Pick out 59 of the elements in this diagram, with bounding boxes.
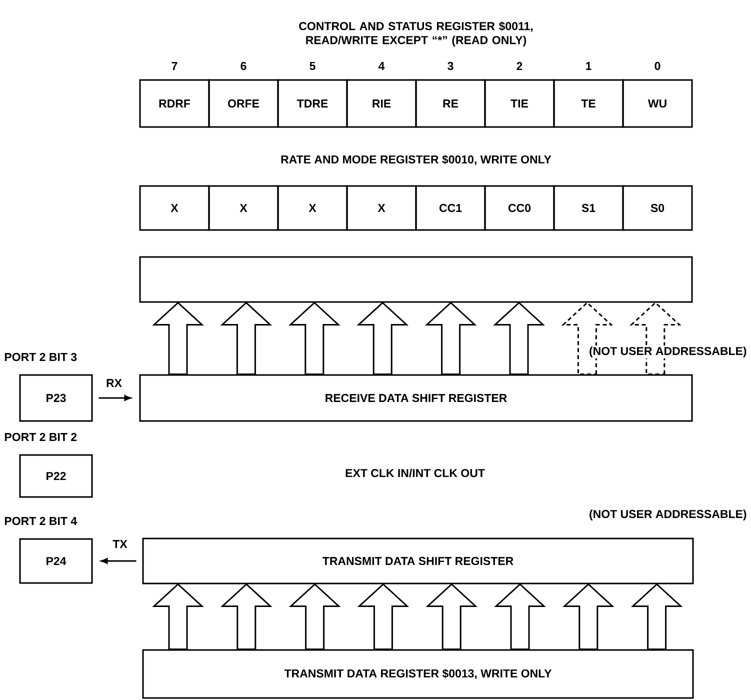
block-arrow — [630, 583, 683, 650]
bit-cell: CC1 — [415, 185, 486, 231]
block-arrow — [424, 302, 477, 375]
port-box: P23 — [19, 374, 93, 422]
bit-number: 3 — [448, 62, 454, 70]
block-arrow — [494, 583, 546, 650]
block-arrow — [288, 302, 340, 375]
block-arrow — [562, 583, 614, 650]
port-label: PORT 2 BIT 2 — [4, 432, 77, 442]
note: EXT CLK IN/INT CLK OUT — [344, 468, 486, 478]
block-arrow — [561, 302, 614, 375]
arrow — [101, 558, 136, 564]
arrow — [98, 395, 132, 401]
register-box: RECEIVE DATA SHIFT REGISTER — [139, 374, 693, 422]
block-arrow — [152, 302, 204, 375]
bit-cell: TE — [553, 79, 624, 128]
block-arrow — [288, 583, 341, 650]
bit-number: 6 — [240, 62, 246, 70]
port-label: PORT 2 BIT 4 — [4, 516, 77, 526]
register-box — [139, 256, 693, 303]
bit-cell: WU — [622, 79, 693, 128]
port-label: PORT 2 BIT 3 — [4, 352, 77, 362]
bit-cell: TIE — [484, 79, 555, 128]
bit-cell: ORFE — [208, 79, 279, 128]
bit-number: 0 — [654, 62, 660, 70]
note: (NOT USER ADDRESSABLE) — [588, 346, 748, 358]
register-box: TRANSMIT DATA SHIFT REGISTER — [142, 538, 694, 584]
bit-cell: X — [277, 185, 348, 231]
note: (NOT USER ADDRESSABLE) — [588, 508, 748, 522]
port-box: P24 — [19, 538, 93, 584]
port-box: P22 — [19, 454, 93, 498]
heading: RATE AND MODE REGISTER $0010, WRITE ONLY — [281, 154, 552, 166]
bit-cell: X — [208, 185, 279, 231]
register-box: TRANSMIT DATA REGISTER $0013, WRITE ONLY — [142, 649, 694, 699]
block-arrow — [357, 583, 410, 650]
bit-cell: S0 — [622, 185, 693, 231]
edge-label: TX — [112, 540, 128, 548]
block-arrow — [220, 583, 272, 650]
bit-cell: S1 — [553, 185, 624, 231]
bit-cell: CC0 — [484, 185, 555, 231]
heading: CONTROL AND STATUS REGISTER $0011, READ/WRITE EXCEPT “*” (READ ONLY) — [299, 22, 533, 46]
bit-number: 5 — [310, 62, 316, 70]
bit-cell: RDRF — [139, 79, 210, 128]
bit-cell: X — [139, 185, 210, 231]
edge-label: RX — [106, 379, 122, 387]
bit-number: 1 — [586, 62, 592, 70]
block-arrow — [426, 583, 478, 650]
block-arrow — [152, 583, 204, 650]
bit-cell: TDRE — [277, 79, 348, 128]
bit-cell: X — [346, 185, 417, 231]
block-arrow — [220, 302, 272, 375]
block-arrow — [356, 302, 409, 375]
bit-number: 4 — [378, 62, 385, 70]
block-arrow — [629, 302, 682, 375]
bit-number: 7 — [172, 62, 178, 70]
bit-cell: RE — [415, 79, 486, 128]
bit-number: 2 — [516, 62, 522, 70]
block-arrow — [493, 302, 545, 375]
bit-cell: RIE — [346, 79, 417, 128]
